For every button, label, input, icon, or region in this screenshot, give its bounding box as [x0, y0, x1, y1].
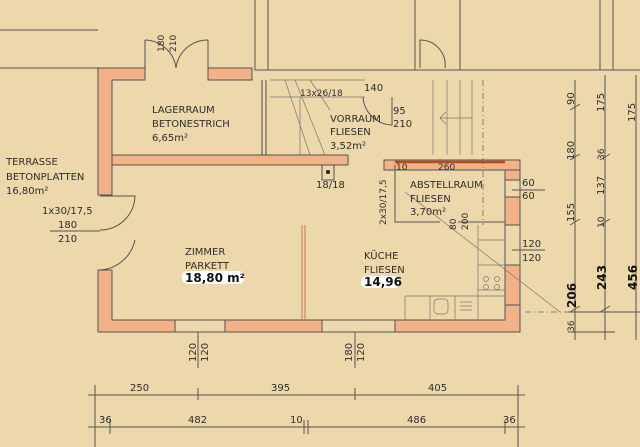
room-vorraum: VORRAUM FLIESEN 3,52m² [330, 114, 381, 152]
room-name: LAGERRAUM [152, 105, 215, 116]
dim: 482 [188, 415, 207, 426]
room-name: ABSTELLRAUM [410, 180, 483, 191]
room-area: 18,80 m² [185, 271, 245, 285]
room-terrasse: TERRASSE BETONPLATTEN 16,80m² [5, 157, 84, 197]
annotations: 180 210 13x26/18 140 95 210 18/18 2x30/1… [42, 35, 545, 368]
dim: 36 [503, 415, 516, 426]
door-width: 80 [449, 218, 459, 230]
dim: 10 [396, 163, 408, 173]
window-height: 60 [522, 191, 535, 202]
dim: 90 [566, 92, 577, 105]
dim: 36 [597, 148, 607, 160]
door-height: 200 [461, 213, 471, 230]
door-width: 180 [157, 35, 167, 52]
room-name: VORRAUM [330, 114, 381, 125]
room-zimmer: ZIMMER PARKETT 18,80 m² [182, 247, 245, 285]
door-height: 210 [393, 119, 412, 130]
windows [174, 179, 521, 333]
dim: 137 [596, 176, 607, 195]
window-width: 120 [188, 343, 199, 362]
room-floor: FLIESEN [330, 127, 371, 138]
door-width: 95 [393, 106, 406, 117]
room-area: 16,80m² [6, 186, 48, 197]
window-height: 120 [356, 343, 367, 362]
dim: 175 [627, 103, 638, 122]
dim: 206 [565, 283, 579, 308]
dim: 405 [428, 383, 447, 394]
adjacent-building-lines [0, 0, 640, 71]
doors [99, 96, 393, 271]
window-width: 60 [522, 178, 535, 189]
room-floor: PARKETT [185, 261, 230, 272]
door-height: 210 [169, 35, 179, 52]
dim: 486 [407, 415, 426, 426]
stair-spec: 1x30/17,5 [42, 206, 93, 217]
dim: 10 [290, 415, 303, 426]
room-name: KÜCHE [364, 249, 398, 262]
room-floor: FLIESEN [410, 194, 451, 205]
vorraum-width: 140 [364, 83, 383, 94]
dim: 175 [596, 93, 607, 112]
room-floor: BETONESTRICH [152, 119, 230, 130]
room-area: 3,52m² [330, 141, 366, 152]
room-floor: FLIESEN [364, 265, 405, 276]
stair-spec: 13x26/18 [300, 89, 343, 99]
room-area: 3,70m² [410, 207, 446, 218]
dim: 180 [566, 141, 577, 160]
room-kueche: KÜCHE FLIESEN 14,96 [361, 249, 405, 289]
dimensions-bottom-row1: 250 395 405 [130, 383, 447, 394]
dimensions-right-col2: 175 36 137 10 243 [595, 93, 609, 290]
stairs [270, 79, 484, 225]
room-lagerraum: LAGERRAUM BETONESTRICH 6,65m² [152, 105, 230, 144]
window-height: 120 [522, 253, 541, 264]
dimensions-right-col1: 90 180 155 206 36 [565, 92, 579, 332]
door-width: 180 [58, 220, 77, 231]
dim: 36 [99, 415, 112, 426]
dim: 456 [626, 265, 640, 290]
dim: 243 [595, 265, 609, 290]
room-area: 14,96 [364, 275, 402, 289]
dimensions-right-col3: 175 456 [626, 103, 640, 290]
room-area: 6,65m² [152, 133, 188, 144]
window-width: 120 [522, 239, 541, 250]
room-abstellraum: ABSTELLRAUM FLIESEN 3,70m² [410, 180, 483, 218]
room-name: ZIMMER [185, 247, 225, 258]
window-height: 120 [200, 343, 211, 362]
dim: 10 [597, 216, 607, 228]
dimensions-bottom-row2: 36 482 10 486 36 [99, 415, 516, 426]
dim: 260 [438, 163, 455, 173]
chimney-size: 18/18 [316, 180, 345, 191]
room-floor: BETONPLATTEN [6, 172, 84, 183]
door-height: 210 [58, 234, 77, 245]
dim: 155 [566, 203, 577, 222]
dim: 250 [130, 383, 149, 394]
dim: 395 [271, 383, 290, 394]
dim: 36 [567, 320, 577, 332]
stair-spec: 2x30/17,5 [379, 179, 389, 225]
window-width: 180 [344, 343, 355, 362]
room-name: TERRASSE [5, 157, 58, 168]
dimension-lines [88, 75, 640, 447]
